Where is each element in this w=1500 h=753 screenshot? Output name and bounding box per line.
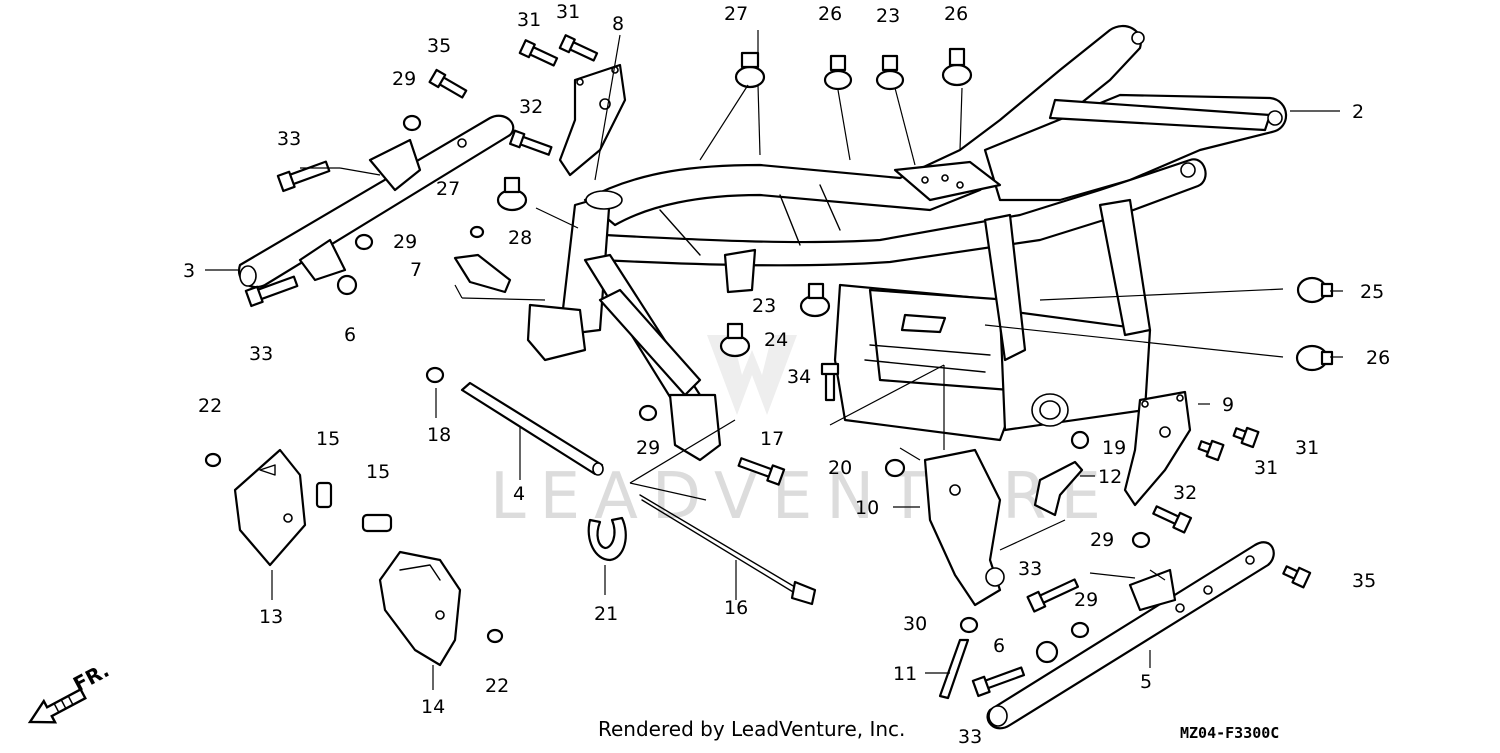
front-label: FR. <box>69 658 113 697</box>
front-direction-indicator: FR. <box>27 658 113 724</box>
callout-13: 13 <box>259 606 283 628</box>
callout-29d: 29 <box>1090 529 1114 551</box>
main-frame <box>526 24 1288 462</box>
watermark-text: LEADVENTURE <box>490 460 1115 534</box>
callout-32a: 32 <box>519 96 543 118</box>
callout-23b: 23 <box>752 295 776 317</box>
diagram-code: MZ04-F3300C <box>1180 724 1279 742</box>
callout-34: 34 <box>787 366 811 388</box>
credit-text: Rendered by LeadVenture, Inc. <box>598 717 905 741</box>
bracket-9 <box>1123 390 1192 507</box>
callout-21: 21 <box>594 603 618 625</box>
callout-31a: 31 <box>517 9 541 31</box>
callout-27a: 27 <box>724 3 748 25</box>
callout-27b: 27 <box>436 178 460 200</box>
callout-29a: 29 <box>392 68 416 90</box>
callout-6a: 6 <box>344 324 356 346</box>
clamps <box>453 47 1334 562</box>
callout-24: 24 <box>764 329 788 351</box>
callout-29b: 29 <box>393 231 417 253</box>
front-arrow-icon <box>27 687 87 724</box>
callout-12: 12 <box>1098 466 1122 488</box>
callout-5: 5 <box>1140 671 1152 693</box>
rod-11 <box>938 638 970 700</box>
cover-13 <box>233 448 307 567</box>
callout-11: 11 <box>893 663 917 685</box>
callout-32b: 32 <box>1173 482 1197 504</box>
hardware <box>204 34 1312 698</box>
callout-18: 18 <box>427 424 451 446</box>
callout-7: 7 <box>410 259 422 281</box>
callout-15b: 15 <box>366 461 390 483</box>
cover-10 <box>923 448 1005 607</box>
step-arm-right <box>986 541 1275 730</box>
cover-14 <box>378 550 462 667</box>
callout-29c: 29 <box>636 437 660 459</box>
callout-16: 16 <box>724 597 748 619</box>
callout-33a: 33 <box>277 128 301 150</box>
callout-35b: 35 <box>1352 570 1376 592</box>
rod-16 <box>639 494 817 606</box>
leader-lines <box>205 30 1343 690</box>
callout-26b: 26 <box>944 3 968 25</box>
callout-19: 19 <box>1102 437 1126 459</box>
callout-8: 8 <box>612 13 624 35</box>
callout-26a: 26 <box>818 3 842 25</box>
callout-31b: 31 <box>556 1 580 23</box>
callout-33d: 33 <box>958 726 982 748</box>
callout-33b: 33 <box>249 343 273 365</box>
callout-31c: 31 <box>1295 437 1319 459</box>
callout-15a: 15 <box>316 428 340 450</box>
callout-17: 17 <box>760 428 784 450</box>
callout-20: 20 <box>828 457 852 479</box>
step-arm-left <box>237 114 515 289</box>
rod-4 <box>460 381 604 476</box>
callout-labels: 2 3 4 5 6 6 7 8 9 10 11 12 13 14 15 15 1… <box>183 1 1390 748</box>
callout-14: 14 <box>421 696 445 718</box>
callout-9: 9 <box>1222 394 1234 416</box>
callout-4: 4 <box>513 483 525 505</box>
callout-30: 30 <box>903 613 927 635</box>
callout-3: 3 <box>183 260 195 282</box>
callout-31d: 31 <box>1254 457 1278 479</box>
callout-28: 28 <box>508 227 532 249</box>
callout-35a: 35 <box>427 35 451 57</box>
callout-23a: 23 <box>876 5 900 27</box>
callout-26c: 26 <box>1366 347 1390 369</box>
callout-2: 2 <box>1352 101 1364 123</box>
callout-25: 25 <box>1360 281 1384 303</box>
callout-22a: 22 <box>198 395 222 417</box>
bracket-8 <box>558 63 627 177</box>
callout-33c: 33 <box>1018 558 1042 580</box>
callout-6b: 6 <box>993 635 1005 657</box>
callout-10: 10 <box>855 497 879 519</box>
callout-29e: 29 <box>1074 589 1098 611</box>
callout-22b: 22 <box>485 675 509 697</box>
